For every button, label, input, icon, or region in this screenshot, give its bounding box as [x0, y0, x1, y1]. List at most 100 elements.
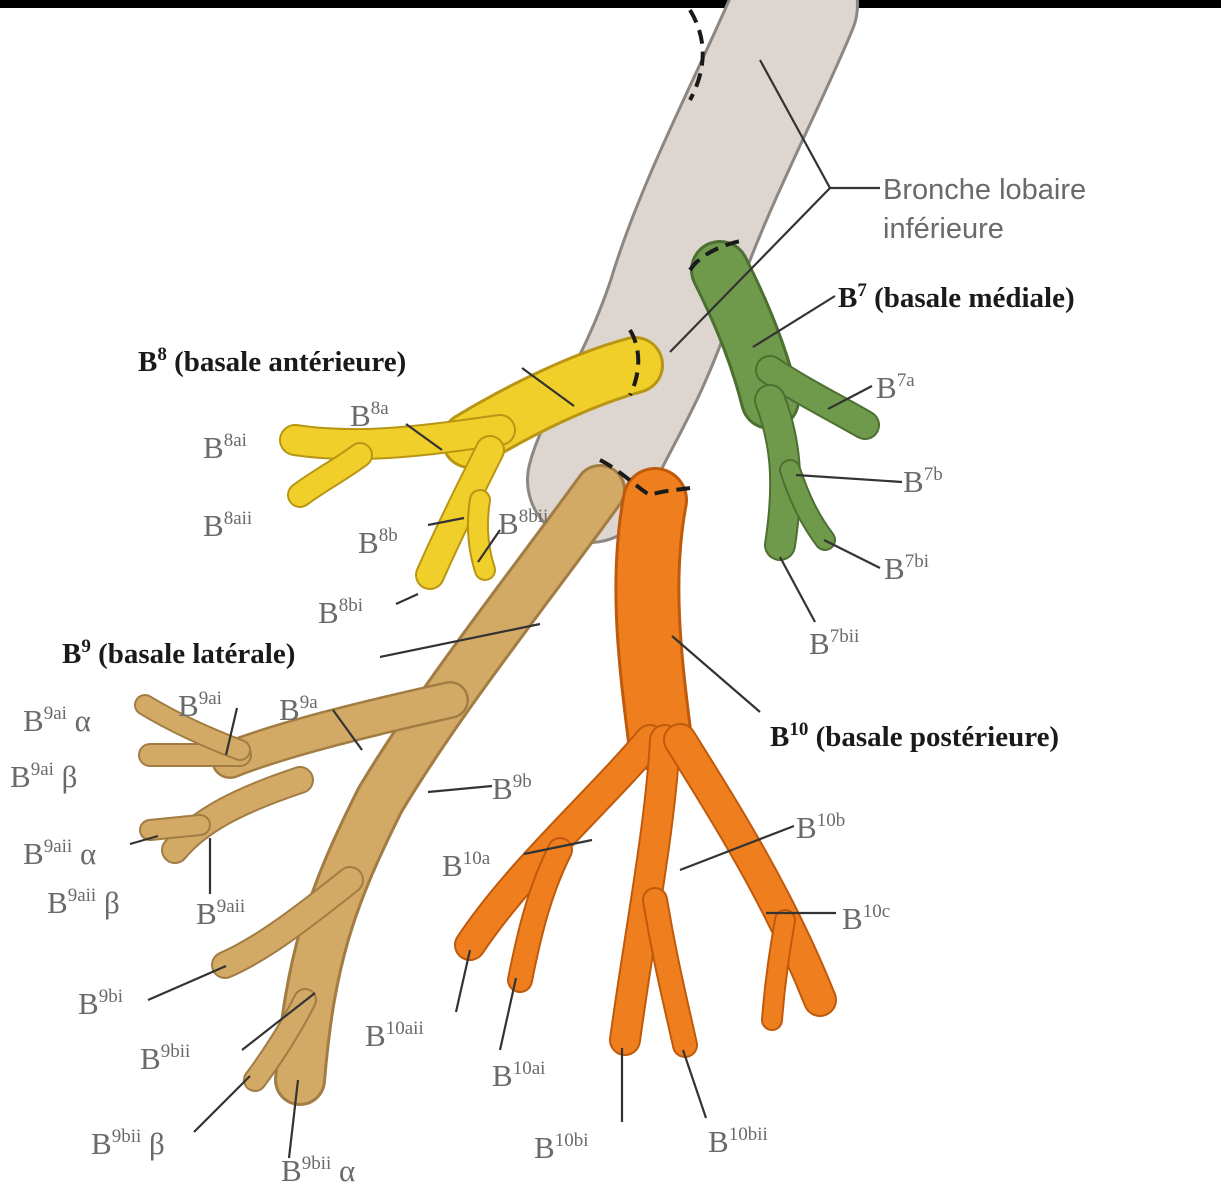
- b8bii-sup: 8bii: [519, 506, 549, 527]
- b10-sup: 10: [789, 719, 808, 740]
- b9ai-sup: 9ai: [199, 688, 222, 709]
- label-b7: B7 (basale médiale): [838, 284, 1075, 313]
- b10c-sup: 10c: [863, 901, 890, 922]
- b9ai-alpha-base: B: [23, 703, 44, 738]
- b9ai-beta-base: B: [10, 759, 31, 794]
- b8ai-sup: 8ai: [224, 430, 247, 451]
- label-b9aii-beta: B9aii β: [47, 887, 120, 918]
- b8b-base: B: [358, 525, 379, 560]
- b8bi-sup: 8bi: [339, 595, 363, 616]
- b10ai-sup: 10ai: [513, 1058, 546, 1079]
- b9ai-base: B: [178, 688, 199, 723]
- b8bii-base: B: [498, 506, 519, 541]
- b9bi-sup: 9bi: [99, 986, 123, 1007]
- label-b7bii: B7bii: [809, 628, 859, 659]
- b10-text: (basale postérieure): [816, 721, 1060, 753]
- label-b10: B10 (basale postérieure): [770, 723, 1059, 752]
- b10bii-base: B: [708, 1124, 729, 1159]
- label-b9bii-alpha: B9bii α: [281, 1155, 355, 1186]
- b9b-sup: 9b: [513, 771, 532, 792]
- b8a-sup: 8a: [371, 398, 389, 419]
- label-b9: B9 (basale latérale): [62, 640, 295, 669]
- b10aii-base: B: [365, 1018, 386, 1053]
- b7bi-base: B: [884, 551, 905, 586]
- b9-base: B: [62, 638, 81, 670]
- label-lobar-line1: Bronche lobaire: [883, 171, 1086, 210]
- b9bii-sup: 9bii: [161, 1041, 191, 1062]
- label-b9ai-alpha: B9ai α: [23, 705, 91, 736]
- label-b9bi: B9bi: [78, 988, 123, 1019]
- b10bii-sup: 10bii: [729, 1124, 768, 1145]
- label-b10b: B10b: [796, 812, 845, 843]
- b9bii-beta-tail: β: [141, 1126, 165, 1161]
- label-lobar-line2: inférieure: [883, 210, 1086, 249]
- b9aii-alpha-base: B: [23, 836, 44, 871]
- b8ai-base: B: [203, 430, 224, 465]
- b7-base: B: [838, 282, 857, 314]
- label-b9bii: B9bii: [140, 1043, 190, 1074]
- b9bii-alpha-base: B: [281, 1153, 302, 1188]
- label-b8bi: B8bi: [318, 597, 363, 628]
- label-b9ai-beta: B9ai β: [10, 761, 77, 792]
- label-b9ai: B9ai: [178, 690, 222, 721]
- b10ai-base: B: [492, 1058, 513, 1093]
- b9aii-beta-base: B: [47, 885, 68, 920]
- b10c-base: B: [842, 901, 863, 936]
- label-lobar-bronchus: Bronche lobaire inférieure: [883, 171, 1086, 249]
- b9ai-beta-sup: 9ai: [31, 759, 54, 780]
- b10bi-base: B: [534, 1130, 555, 1165]
- b8bi-base: B: [318, 595, 339, 630]
- bronchi: [145, 5, 865, 1080]
- b7-sup: 7: [857, 280, 867, 301]
- label-b8a: B8a: [350, 400, 389, 431]
- label-b8aii: B8aii: [203, 510, 252, 541]
- b9aii-beta-tail: β: [96, 885, 120, 920]
- b10b-base: B: [796, 810, 817, 845]
- label-b7b: B7b: [903, 466, 943, 497]
- label-b9b: B9b: [492, 773, 532, 804]
- label-b7bi: B7bi: [884, 553, 929, 584]
- label-b9bii-beta: B9bii β: [91, 1128, 165, 1159]
- b7b-sup: 7b: [924, 464, 943, 485]
- b8b-sup: 8b: [379, 525, 398, 546]
- b7a-sup: 7a: [897, 370, 915, 391]
- label-b10bii: B10bii: [708, 1126, 768, 1157]
- b9bii-base: B: [140, 1041, 161, 1076]
- b9bi-base: B: [78, 986, 99, 1021]
- b9aii-beta-sup: 9aii: [68, 885, 97, 906]
- b10a-sup: 10a: [463, 848, 490, 869]
- b8-base: B: [138, 346, 157, 378]
- b9aii-alpha-tail: α: [72, 836, 96, 871]
- b7bii-sup: 7bii: [830, 626, 860, 647]
- b8aii-sup: 8aii: [224, 508, 253, 529]
- label-b10c: B10c: [842, 903, 890, 934]
- b9a-sup: 9a: [300, 692, 318, 713]
- label-b8: B8 (basale antérieure): [138, 348, 406, 377]
- b9aii-alpha-sup: 9aii: [44, 836, 73, 857]
- b9ai-alpha-sup: 9ai: [44, 703, 67, 724]
- label-b10bi: B10bi: [534, 1132, 588, 1163]
- b9-text: (basale latérale): [98, 638, 295, 670]
- b9ai-beta-tail: β: [54, 759, 78, 794]
- b9bii-beta-sup: 9bii: [112, 1126, 142, 1147]
- b7a-base: B: [876, 370, 897, 405]
- label-b8b: B8b: [358, 527, 398, 558]
- b9aii-sup: 9aii: [217, 896, 246, 917]
- b9aii-base: B: [196, 896, 217, 931]
- b8aii-base: B: [203, 508, 224, 543]
- b7bii-base: B: [809, 626, 830, 661]
- b7-text: (basale médiale): [874, 282, 1075, 314]
- label-b8bii: B8bii: [498, 508, 548, 539]
- b8a-base: B: [350, 398, 371, 433]
- b9bii-alpha-sup: 9bii: [302, 1153, 332, 1174]
- b9bii-alpha-tail: α: [331, 1153, 355, 1188]
- b10bi-sup: 10bi: [555, 1130, 589, 1151]
- b10-base: B: [770, 721, 789, 753]
- b8-text: (basale antérieure): [174, 346, 406, 378]
- b7b-base: B: [903, 464, 924, 499]
- b8-sup: 8: [157, 344, 167, 365]
- b9-sup: 9: [81, 636, 91, 657]
- label-b7a: B7a: [876, 372, 915, 403]
- b10aii-sup: 10aii: [386, 1018, 424, 1039]
